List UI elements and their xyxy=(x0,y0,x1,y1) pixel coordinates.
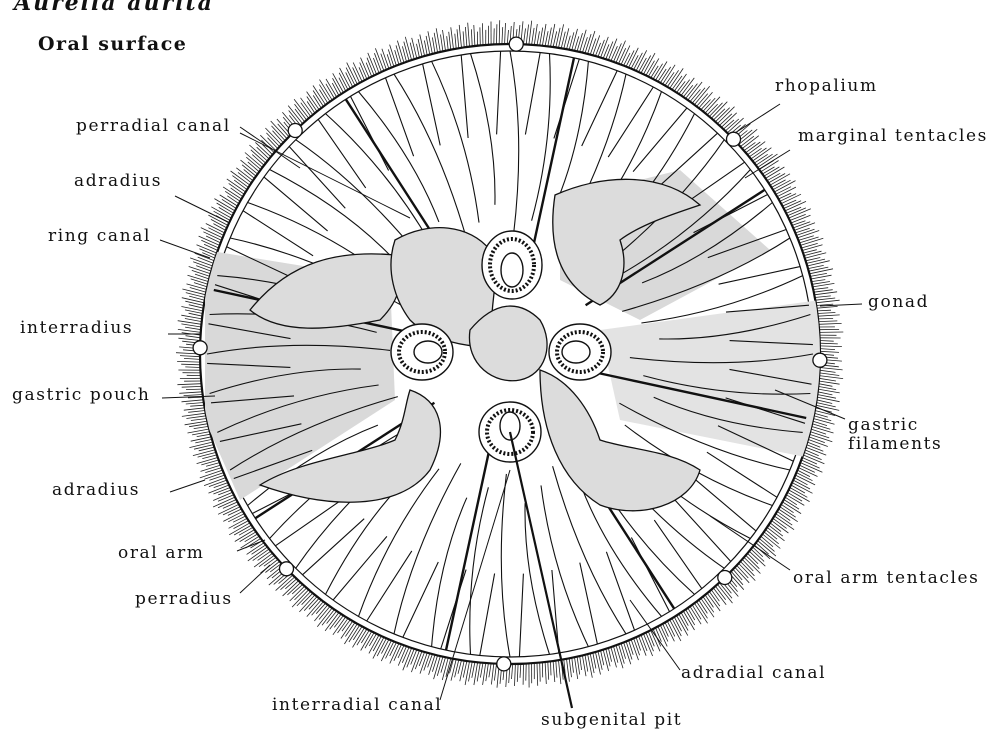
label-ring-canal: ring canal xyxy=(48,228,151,245)
label-interradial-canal: interradial canal xyxy=(272,697,442,714)
label-adradial-canal: adradial canal xyxy=(681,665,826,682)
label-rhopalium: rhopalium xyxy=(775,78,878,95)
label-interradius: interradius xyxy=(20,320,133,337)
label-perradial-canal: perradial canal xyxy=(76,118,231,135)
label-adradius-top: adradius xyxy=(74,173,162,190)
species-title: Aurelia aurita xyxy=(14,0,214,14)
label-subgenital-pit: subgenital pit xyxy=(541,712,682,729)
gonad-right xyxy=(549,324,611,380)
label-gonad: gonad xyxy=(868,294,929,311)
label-oral-arm-tentacles: oral arm tentacles xyxy=(793,570,979,587)
label-gastric-filaments-line1: gastric xyxy=(848,417,919,434)
label-gastric-pouch: gastric pouch xyxy=(12,387,150,404)
label-perradius: perradius xyxy=(135,591,233,608)
gonad-top xyxy=(482,231,542,299)
label-adradius-bottom: adradius xyxy=(52,482,140,499)
gonad-left xyxy=(391,324,453,380)
view-subtitle: Oral surface xyxy=(38,35,187,54)
label-oral-arm: oral arm xyxy=(118,545,205,562)
label-gastric-filaments-line2: filaments xyxy=(848,436,942,453)
label-marginal-tentacles: marginal tentacles xyxy=(798,128,988,145)
